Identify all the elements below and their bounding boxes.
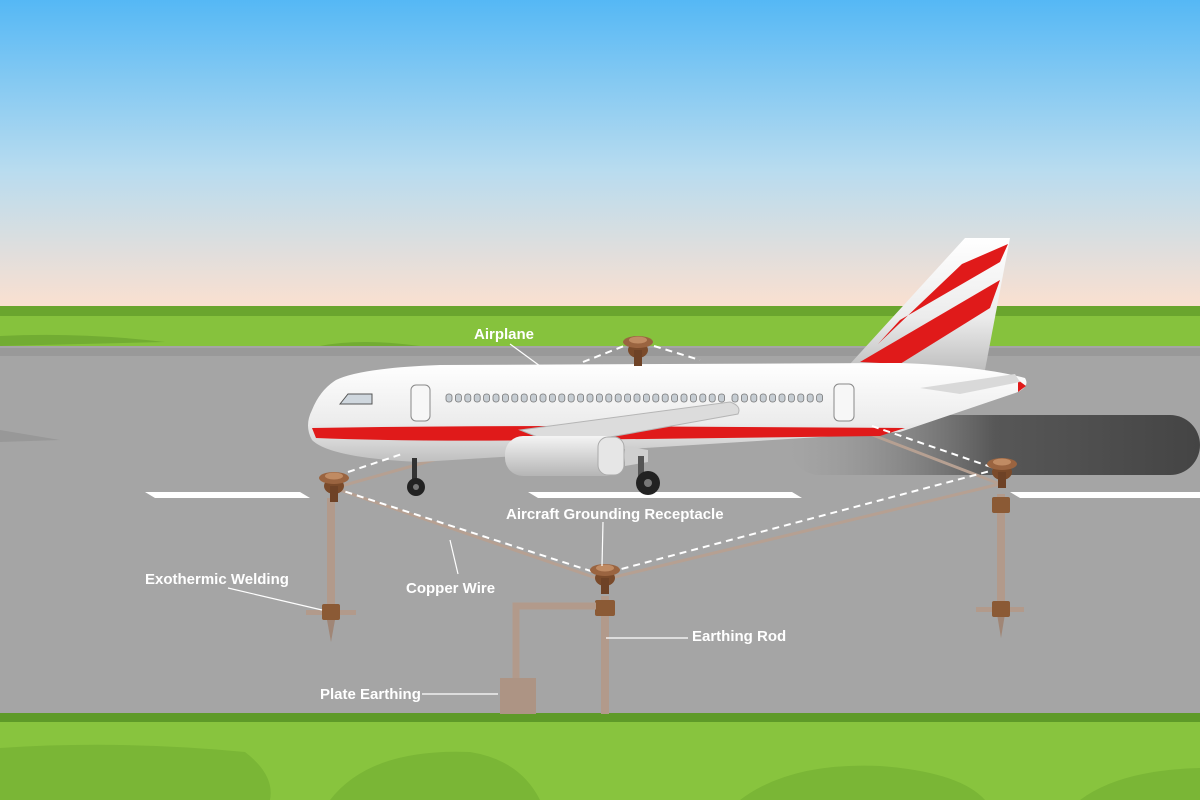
airplane-illustration bbox=[308, 238, 1027, 496]
label-earthing-rod: Earthing Rod bbox=[692, 628, 787, 645]
leader-lines bbox=[227, 343, 688, 695]
plate-earthing bbox=[500, 602, 596, 714]
bonding-lines bbox=[333, 345, 995, 575]
near-grass bbox=[0, 713, 1200, 800]
label-airplane: Airplane bbox=[474, 326, 535, 343]
runway-markings bbox=[145, 492, 1200, 498]
label-exothermic-welding: Exothermic Welding bbox=[145, 571, 289, 588]
label-copper-wire: Copper Wire bbox=[406, 580, 496, 597]
far-grass bbox=[0, 306, 1200, 348]
sky bbox=[0, 0, 1200, 312]
label-grounding-receptacle: Aircraft Grounding Receptacle bbox=[506, 506, 724, 523]
earthing-rods bbox=[306, 494, 1024, 714]
label-plate-earthing: Plate Earthing bbox=[320, 686, 421, 703]
